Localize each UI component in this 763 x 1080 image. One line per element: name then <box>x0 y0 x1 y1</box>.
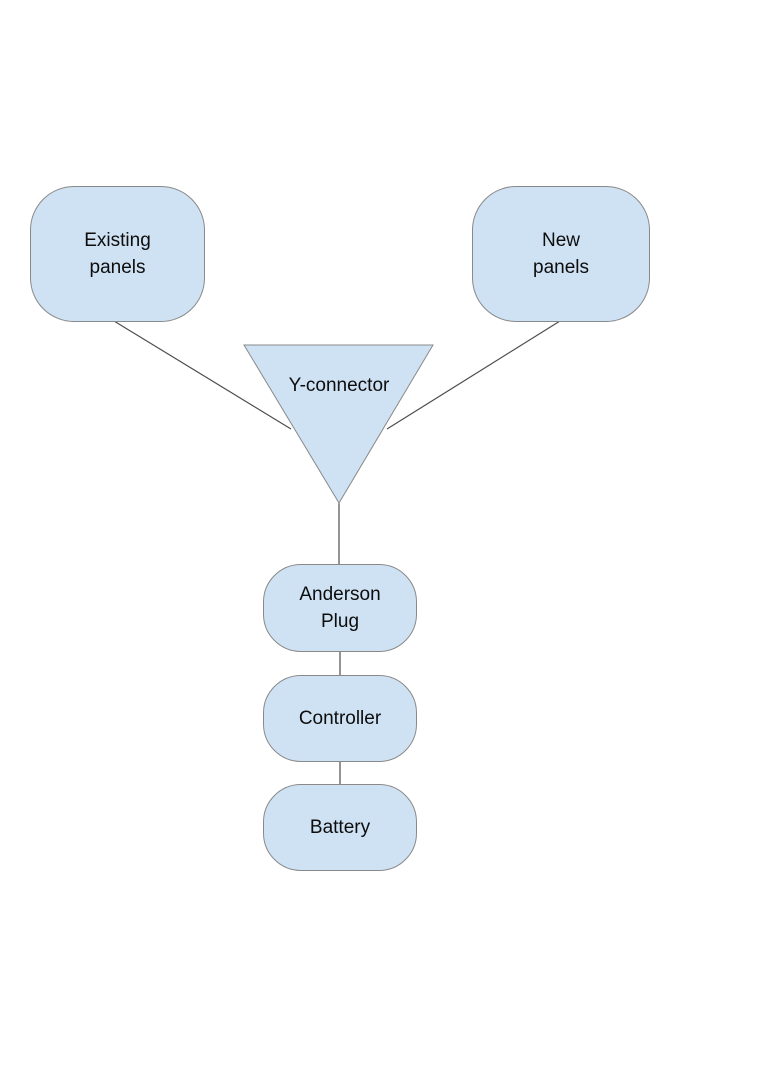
node-anderson-plug-label: Anderson Plug <box>299 584 381 632</box>
node-anderson-plug: Anderson Plug <box>263 564 417 652</box>
connector-new-panels-to-y-connector <box>386 320 561 430</box>
node-controller-label: Controller <box>298 708 382 729</box>
node-existing-panels: Existing panels <box>30 186 205 322</box>
node-battery-label: Battery <box>309 817 371 838</box>
node-controller: Controller <box>263 675 417 762</box>
node-battery: Battery <box>263 784 417 871</box>
node-y-connector-label: Y-connector <box>288 375 390 396</box>
connector-existing-panels-to-y-connector <box>113 320 292 430</box>
node-new-panels-label: New panels <box>533 230 589 278</box>
node-new-panels: New panels <box>472 186 650 322</box>
node-existing-panels-label: Existing panels <box>84 230 151 278</box>
y-connector-triangle-shape <box>243 344 434 504</box>
